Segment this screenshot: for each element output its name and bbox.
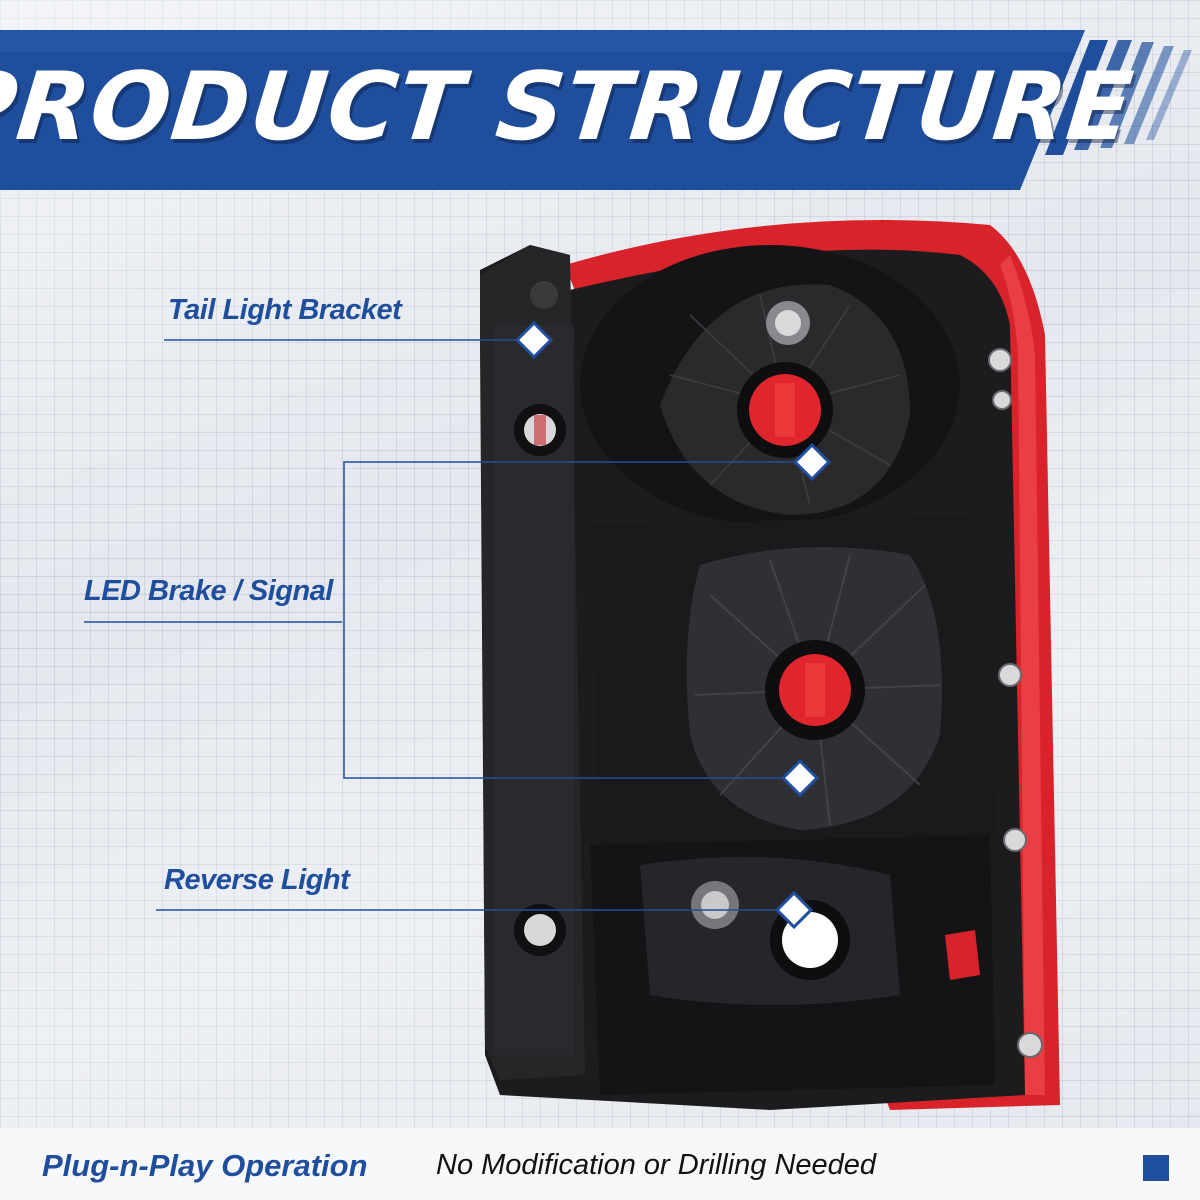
connector-bottom [524,914,556,946]
square-icon [1143,1155,1169,1181]
reverse-light-label: Reverse Light [164,864,350,896]
tail-light-bracket-label: Tail Light Bracket [168,294,402,326]
diamond-marker-icon [514,320,832,930]
footer-lead-text: Plug-n-Play Operation [42,1148,368,1183]
footer-bar [0,1128,1200,1200]
footer-description: No Modification or Drilling Needed [436,1149,877,1181]
banner-shape [0,30,1192,190]
led-brake-signal-label: LED Brake / Signal [84,575,333,607]
tail-light-image [480,220,1060,1110]
brake-bracket-line [343,461,800,779]
header-banner: PRODUCT STRUCTURE [0,0,1200,215]
